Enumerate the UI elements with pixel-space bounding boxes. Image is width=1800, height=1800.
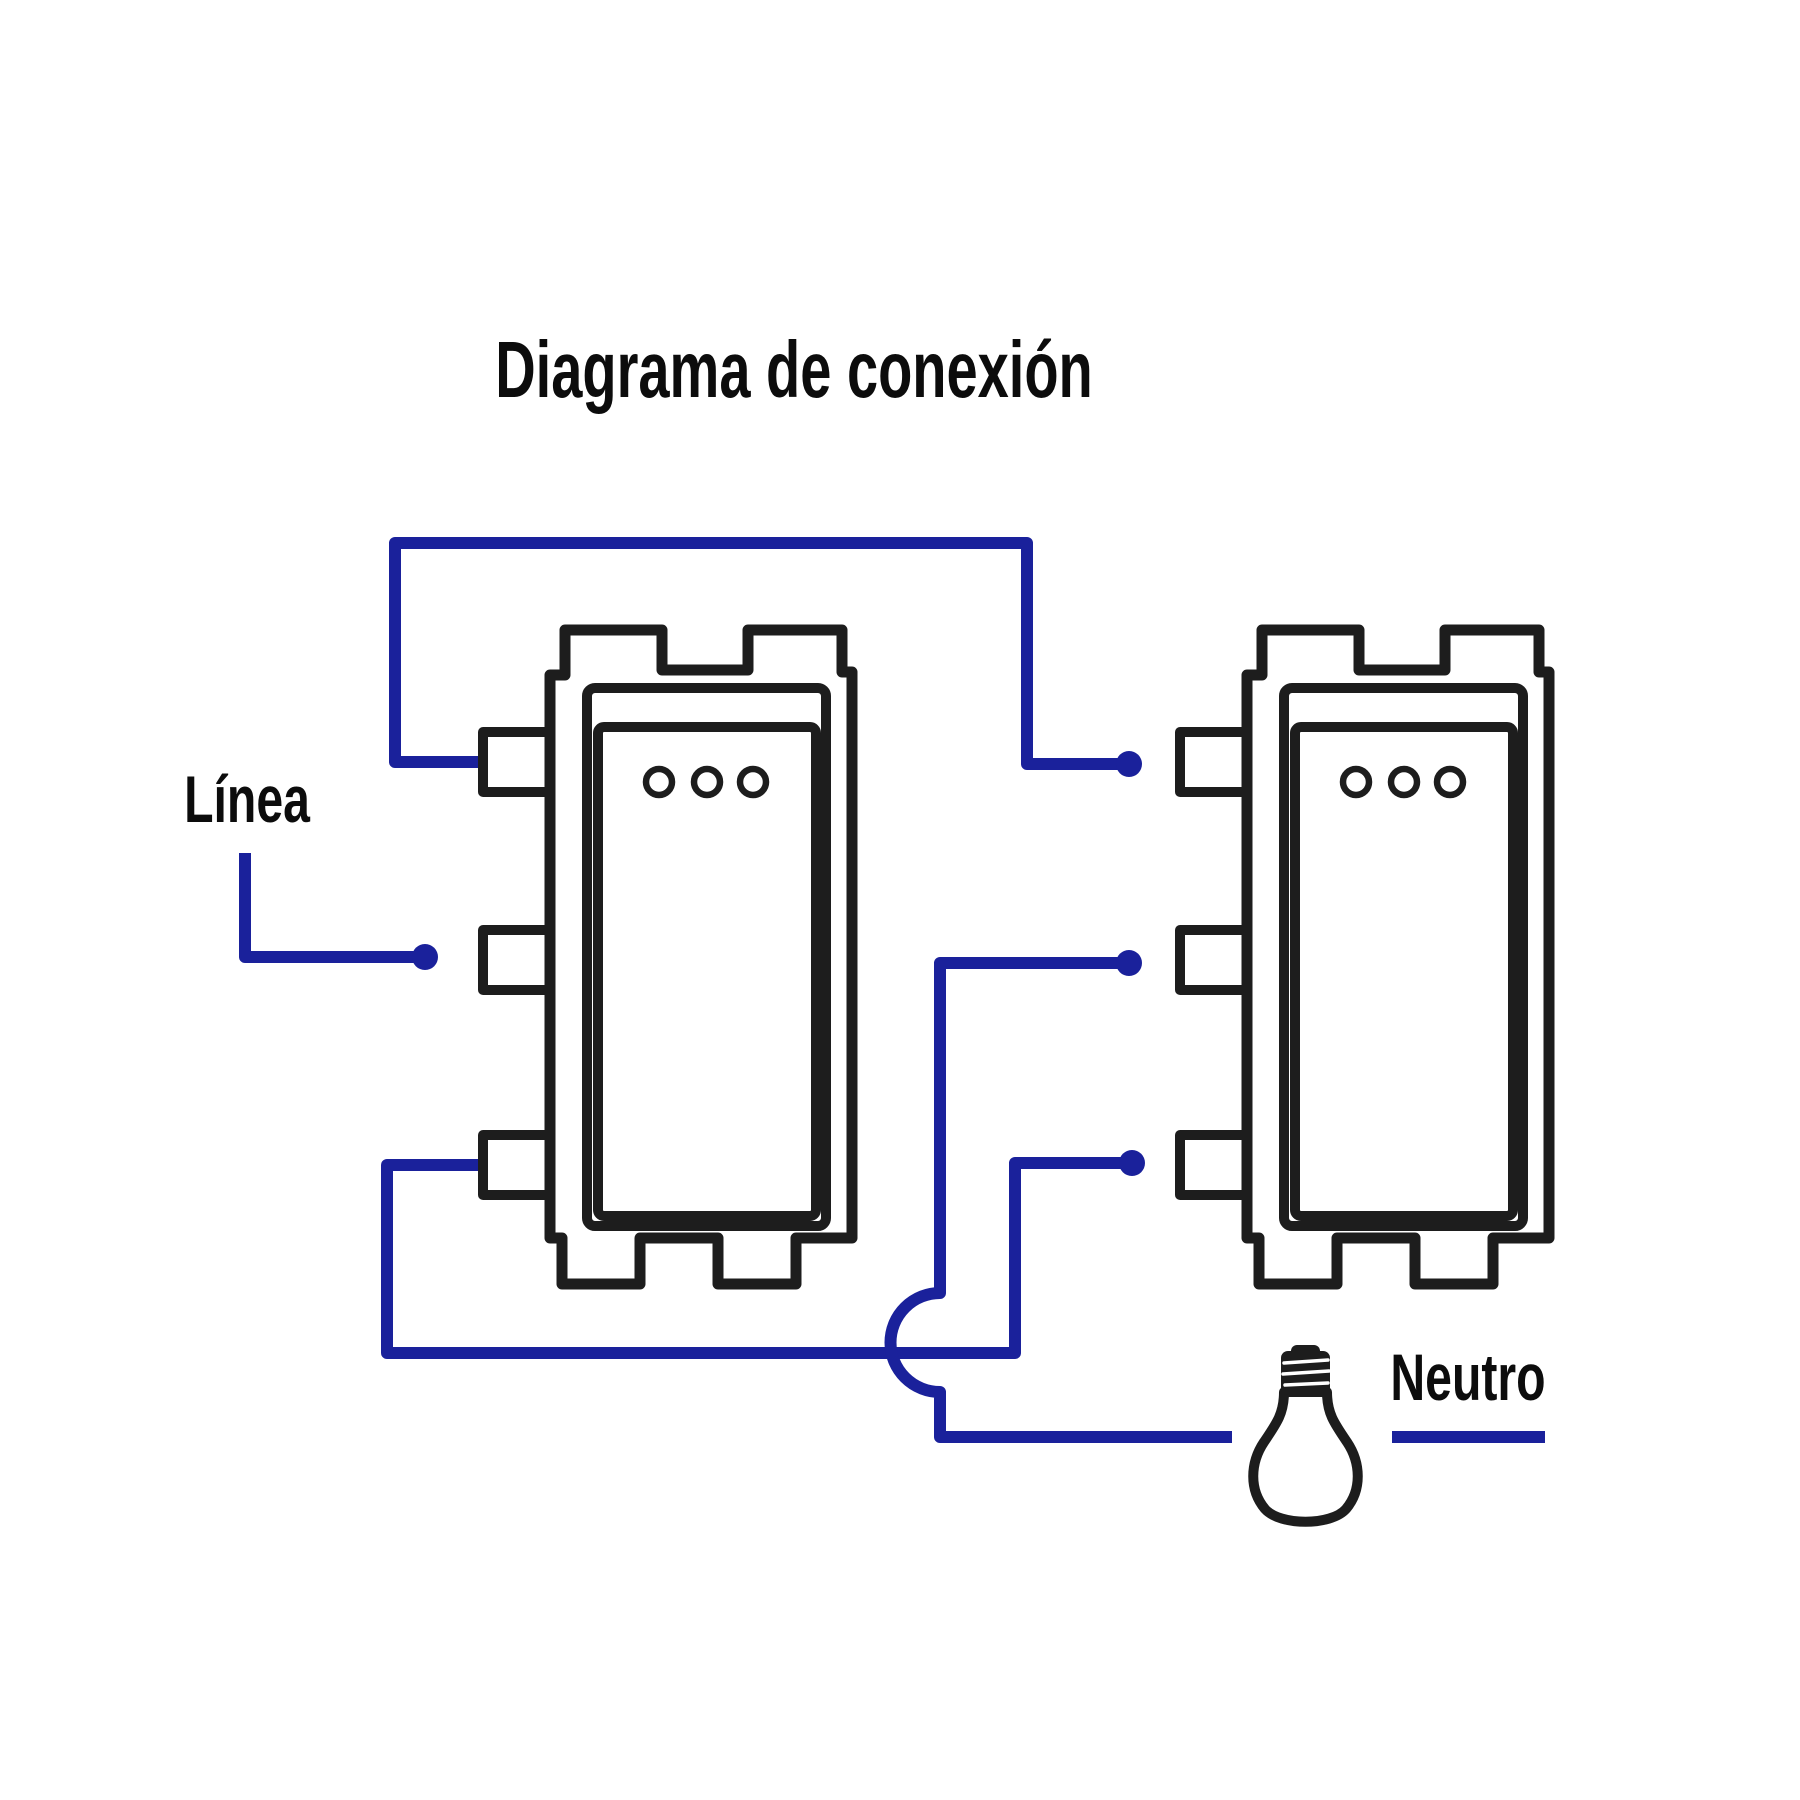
wire-line-feed [239, 853, 425, 963]
wire-lamp-feed [884, 957, 1232, 1443]
bulb-thread-line [1283, 1381, 1330, 1387]
switch-module-right [1180, 630, 1549, 1284]
bulb-glass [1248, 1387, 1363, 1527]
wire-top-jumper [389, 537, 1129, 770]
switch-module-left [483, 630, 852, 1284]
wire-bottom-jumper [381, 1157, 1132, 1359]
connection-dot-right-top [1116, 751, 1142, 777]
connection-dot-linea [412, 944, 438, 970]
bulb-thread-line [1282, 1358, 1330, 1365]
label-linea: Línea [184, 762, 310, 836]
bulb-thread-line [1281, 1369, 1331, 1376]
connection-dot-right-middle [1116, 950, 1142, 976]
label-neutro: Neutro [1390, 1340, 1546, 1414]
page-title: Diagrama de conexión [495, 325, 1093, 414]
light-bulb [1248, 1345, 1363, 1527]
connection-dot-right-bottom [1119, 1150, 1145, 1176]
